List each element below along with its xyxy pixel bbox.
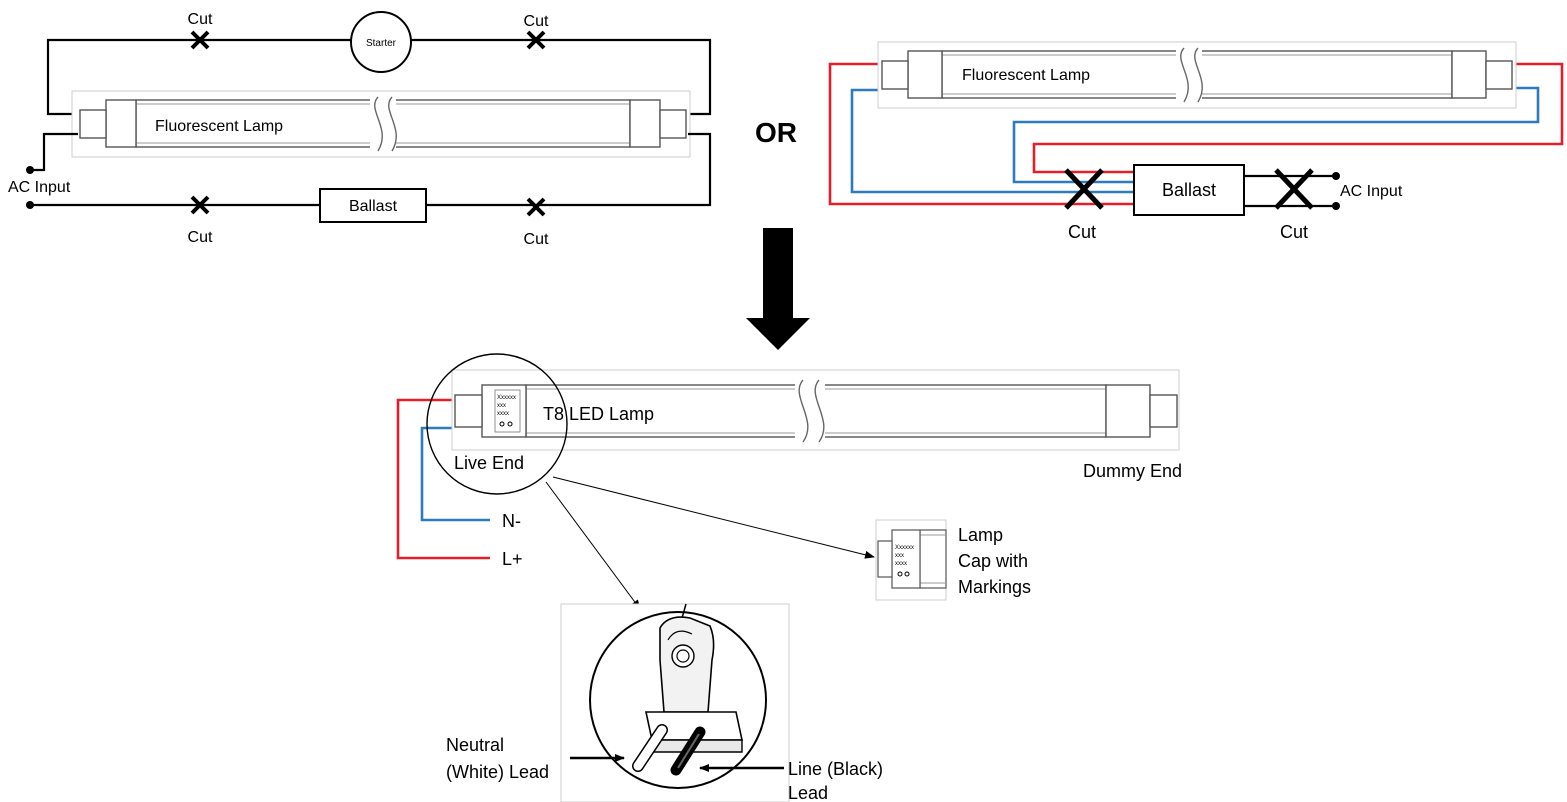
cap-label: Markings (958, 577, 1031, 597)
live-end-highlight (426, 353, 568, 495)
led-lamp: Xxxxxx xxx xxxx T8 LED Lamp (451, 369, 1180, 451)
blue-wire-right (1012, 86, 1540, 184)
marking-text: xxxx (497, 411, 509, 417)
cut-label: Cut (188, 229, 213, 246)
red-wire-left (828, 62, 1134, 206)
neutral-label: N- (502, 511, 521, 531)
cut-mark-icon (190, 30, 210, 50)
red-wire-right (1032, 62, 1564, 174)
socket-detail (560, 603, 790, 802)
fluorescent-lamp: Fluorescent Lamp (71, 90, 691, 158)
neutral-wire (420, 426, 490, 522)
cut-label: Cut (524, 231, 549, 248)
marking-text: xxx (895, 553, 904, 559)
cut-mark-icon (526, 30, 546, 50)
dummy-end-label: Dummy End (1083, 461, 1182, 481)
callout-arrow (545, 481, 641, 610)
line-label: L+ (502, 549, 523, 569)
ballast-label: Ballast (349, 198, 398, 215)
cut-mark-icon (1064, 168, 1104, 210)
led-lamp-circuit: N- L+ Xxxxxx xxx xxxx T8 LED Lamp Live E… (396, 353, 1182, 802)
line-wire (396, 398, 490, 560)
live-end-label: Live End (454, 453, 524, 473)
neutral-lead-label: (White) Lead (446, 762, 549, 782)
marking-text: Xxxxxx (895, 545, 914, 551)
lamp-label: Fluorescent Lamp (962, 67, 1090, 84)
fluorescent-ballast-circuit: Fluorescent Lamp Ballast AC Input Cut Cu… (828, 41, 1564, 242)
marking-text: xxxx (895, 561, 907, 567)
down-arrow-icon (746, 228, 810, 350)
cut-label: Cut (1068, 222, 1096, 242)
line-lead-label: Line (Black) (788, 759, 883, 779)
cut-mark-icon (526, 197, 546, 217)
cap-label: Lamp (958, 525, 1003, 545)
marking-text: xxx (497, 403, 506, 409)
starter-label: Starter (366, 38, 397, 49)
callout-arrow (552, 476, 875, 559)
ballast-box (319, 188, 427, 223)
cut-label: Cut (1280, 222, 1308, 242)
starter-symbol (350, 11, 412, 73)
fluorescent-lamp: Fluorescent Lamp (877, 41, 1517, 109)
cut-mark-icon (1274, 168, 1314, 210)
cut-mark-icon (190, 195, 210, 215)
ac-input-label: AC Input (8, 179, 71, 196)
ballast-wire-right (426, 132, 712, 207)
terminal-dot (1332, 202, 1340, 210)
marking-text: Xxxxxx (497, 395, 516, 401)
ballast-label: Ballast (1162, 180, 1216, 200)
blue-wire-left (850, 88, 1134, 194)
led-lamp-label: T8 LED Lamp (543, 404, 654, 424)
line-lead-label: Lead (788, 783, 828, 802)
terminal-dot (26, 166, 34, 174)
cap-label: Cap with (958, 551, 1028, 571)
cut-label: Cut (188, 11, 213, 28)
lamp-label: Fluorescent Lamp (155, 118, 283, 135)
ac-input-label: AC Input (1340, 183, 1403, 200)
or-label: OR (755, 117, 797, 148)
terminal-dot (1332, 172, 1340, 180)
ballast-box (1133, 164, 1245, 216)
lamp-cap-detail: Xxxxxx xxx xxxx (875, 519, 947, 601)
cut-label: Cut (524, 13, 549, 30)
fluorescent-starter-circuit: Starter Cut Cut Fluorescent Lamp (8, 11, 712, 248)
starter-wire-right (410, 38, 712, 116)
neutral-lead-label: Neutral (446, 735, 504, 755)
ac-input-wire-top (30, 132, 78, 172)
